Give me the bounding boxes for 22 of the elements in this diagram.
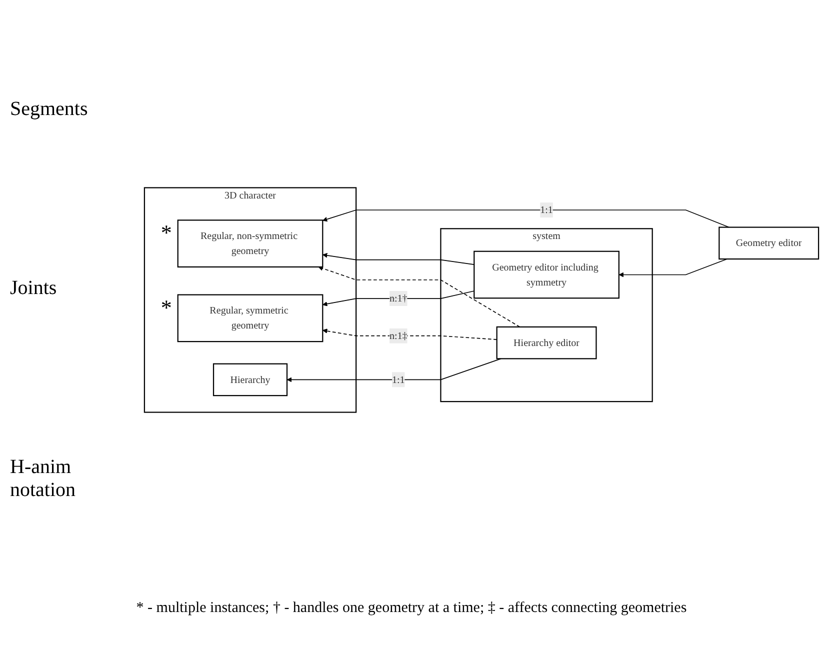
note-mark: * [160,294,172,321]
caption: * - multiple instances; † - handles one geometry at a time; ‡ - affects connecting geometries [135,600,688,617]
edge-label: 1:1 [540,204,553,216]
row-label: Segments [10,98,89,121]
row-label: H-anim notation [10,456,77,502]
arrow [322,290,475,306]
node-box: Hierarchy editor [496,326,597,360]
edge-label: 1:1 [392,374,405,385]
note-mark: * [160,220,172,246]
arrow [322,210,730,228]
node-box: Geometry editor including symmetry [474,250,620,299]
row-label: Joints [10,277,58,300]
node-box: Geometry editor [718,226,820,260]
edge-label: n:1† [389,292,408,304]
edge-label: n:1‡ [389,330,408,342]
node-box: Regular, non-symmetric geometry [177,220,324,268]
arrow [322,252,475,265]
node-box: Hierarchy [212,363,288,396]
arrow [318,266,520,328]
arrow [286,358,502,382]
arrow [322,328,498,340]
node-box: Regular, symmetric geometry [177,294,324,342]
